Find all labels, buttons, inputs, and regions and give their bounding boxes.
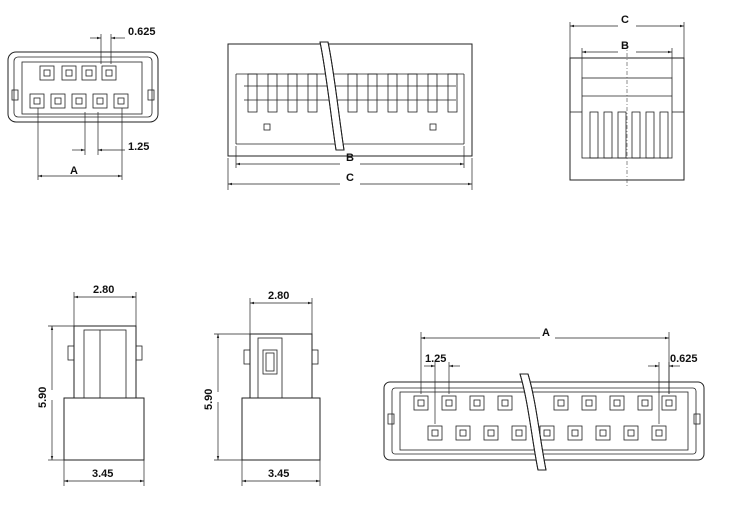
dim-label-345-b: 3.45 [268, 468, 289, 480]
dim-label-a-large: A [542, 327, 550, 339]
peg-left [263, 123, 271, 131]
dim-label-280-a: 2.80 [93, 284, 114, 296]
large-housing-outline [383, 381, 705, 461]
upper-pin-row [39, 65, 117, 81]
dim-label-0625-large: 0.625 [670, 353, 698, 365]
front-view-large: A 1.25 0.625 [383, 327, 705, 471]
dim-label-a: A [70, 165, 78, 177]
front-view-small: 0.625 1.25 A [7, 26, 159, 180]
latch-left [11, 89, 19, 101]
side-terminals [589, 111, 669, 159]
end-view-1-base [63, 397, 145, 461]
dim-label-590-a: 5.90 [37, 387, 49, 408]
end-view-1: 2.80 5.90 3.45 [37, 284, 145, 486]
lower-pin-row [29, 93, 129, 109]
dim-label-b-side: B [621, 40, 629, 52]
side-view-right: C B [569, 14, 685, 188]
large-lower-pin-row [427, 425, 667, 441]
housing-outline [7, 51, 159, 123]
dim-label-b: B [346, 152, 354, 164]
end-view-2: 2.80 5.90 3.45 [203, 290, 321, 486]
dim-label-345-a: 3.45 [92, 468, 113, 480]
dim-label-c-side: C [621, 14, 629, 26]
end-view-2-base [241, 397, 321, 461]
top-body-outline [227, 43, 473, 157]
large-upper-pin-row [413, 395, 677, 411]
cavity-frame [21, 61, 143, 115]
latch-right [147, 89, 155, 101]
peg-right [429, 123, 437, 131]
dim-label-125: 1.25 [128, 141, 149, 153]
dim-label-c: C [346, 172, 354, 184]
dim-label-125-large: 1.25 [425, 353, 446, 365]
top-view: B C [227, 41, 473, 190]
terminal-slots [247, 73, 458, 113]
housing-inner [13, 56, 153, 118]
dim-label-590-b: 5.90 [203, 389, 215, 410]
dim-label-280-b: 2.80 [268, 290, 289, 302]
dim-label-0625: 0.625 [128, 26, 156, 38]
